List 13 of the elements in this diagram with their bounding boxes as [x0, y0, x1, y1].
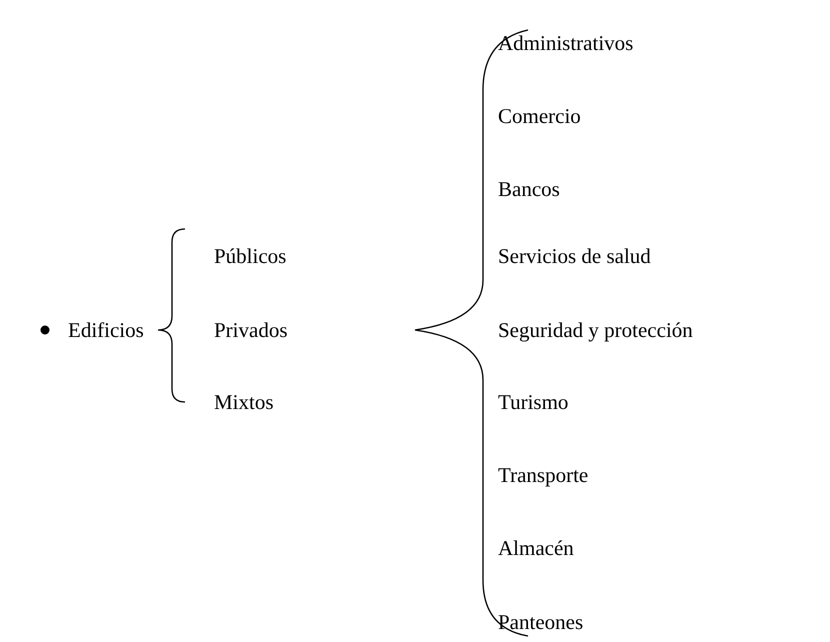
item-label: Comercio [498, 104, 581, 128]
item-label: Bancos [498, 177, 560, 201]
item-label: Seguridad y protección [498, 318, 693, 342]
category-label: Edificios [68, 318, 144, 342]
item-label: Panteones [498, 610, 584, 634]
category-label: Mixtos [214, 390, 274, 414]
item-label: Servicios de salud [498, 244, 651, 268]
item-label: Almacén [498, 536, 574, 560]
item-label: Administrativos [498, 31, 634, 55]
item-label: Transporte [498, 463, 588, 487]
category-label: Privados [214, 318, 288, 342]
item-label: Turismo [498, 390, 568, 414]
category-label: Públicos [214, 244, 286, 268]
